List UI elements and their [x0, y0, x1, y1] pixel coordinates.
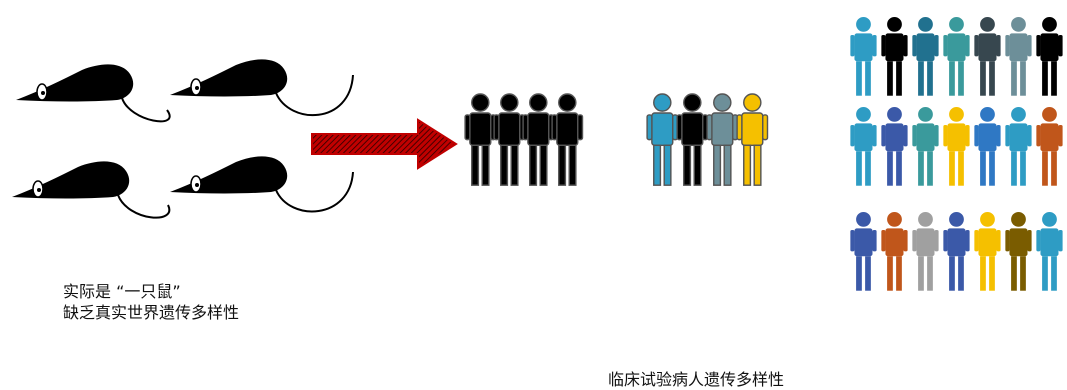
person-icon	[943, 212, 970, 291]
uniform-group	[464, 93, 584, 186]
person-icon	[912, 17, 939, 96]
person-icon	[912, 212, 939, 291]
person-icon	[943, 107, 970, 186]
arrow-icon	[311, 118, 458, 170]
person-icon	[850, 212, 877, 291]
diverse-small-group	[646, 93, 769, 186]
person-icon	[850, 107, 877, 186]
bottom-caption: 临床试验病人遗传多样性	[608, 370, 785, 389]
person-icon	[1036, 107, 1063, 186]
mouse-icon-3	[12, 161, 171, 219]
person-icon	[974, 107, 1001, 186]
person-icon	[850, 17, 877, 96]
person-icon	[881, 212, 908, 291]
person-icon	[522, 93, 555, 186]
person-icon	[881, 17, 908, 96]
person-icon	[1036, 212, 1063, 291]
person-icon	[912, 107, 939, 186]
person-icon	[881, 107, 908, 186]
person-icon	[464, 93, 497, 186]
person-icon	[736, 93, 769, 186]
person-icon	[676, 93, 709, 186]
person-icon	[1005, 212, 1032, 291]
person-icon	[551, 93, 584, 186]
diverse-row-2	[850, 107, 1063, 186]
left-caption-line1: 实际是 “一只鼠”	[63, 282, 181, 301]
mouse-icon-2	[170, 59, 354, 117]
person-icon	[706, 93, 739, 186]
person-icon	[1005, 107, 1032, 186]
mouse-icon-1	[16, 64, 171, 123]
left-caption: 实际是 “一只鼠” 缺乏真实世界遗传多样性	[63, 281, 239, 323]
person-icon	[943, 17, 970, 96]
person-icon	[974, 17, 1001, 96]
left-caption-line2: 缺乏真实世界遗传多样性	[63, 303, 240, 322]
person-icon	[1005, 17, 1032, 96]
person-icon	[1036, 17, 1063, 96]
person-icon	[493, 93, 526, 186]
diverse-row-3	[850, 212, 1063, 291]
mouse-icon-4	[170, 156, 354, 213]
person-icon	[646, 93, 679, 186]
person-icon	[974, 212, 1001, 291]
diverse-row-1	[850, 17, 1063, 96]
